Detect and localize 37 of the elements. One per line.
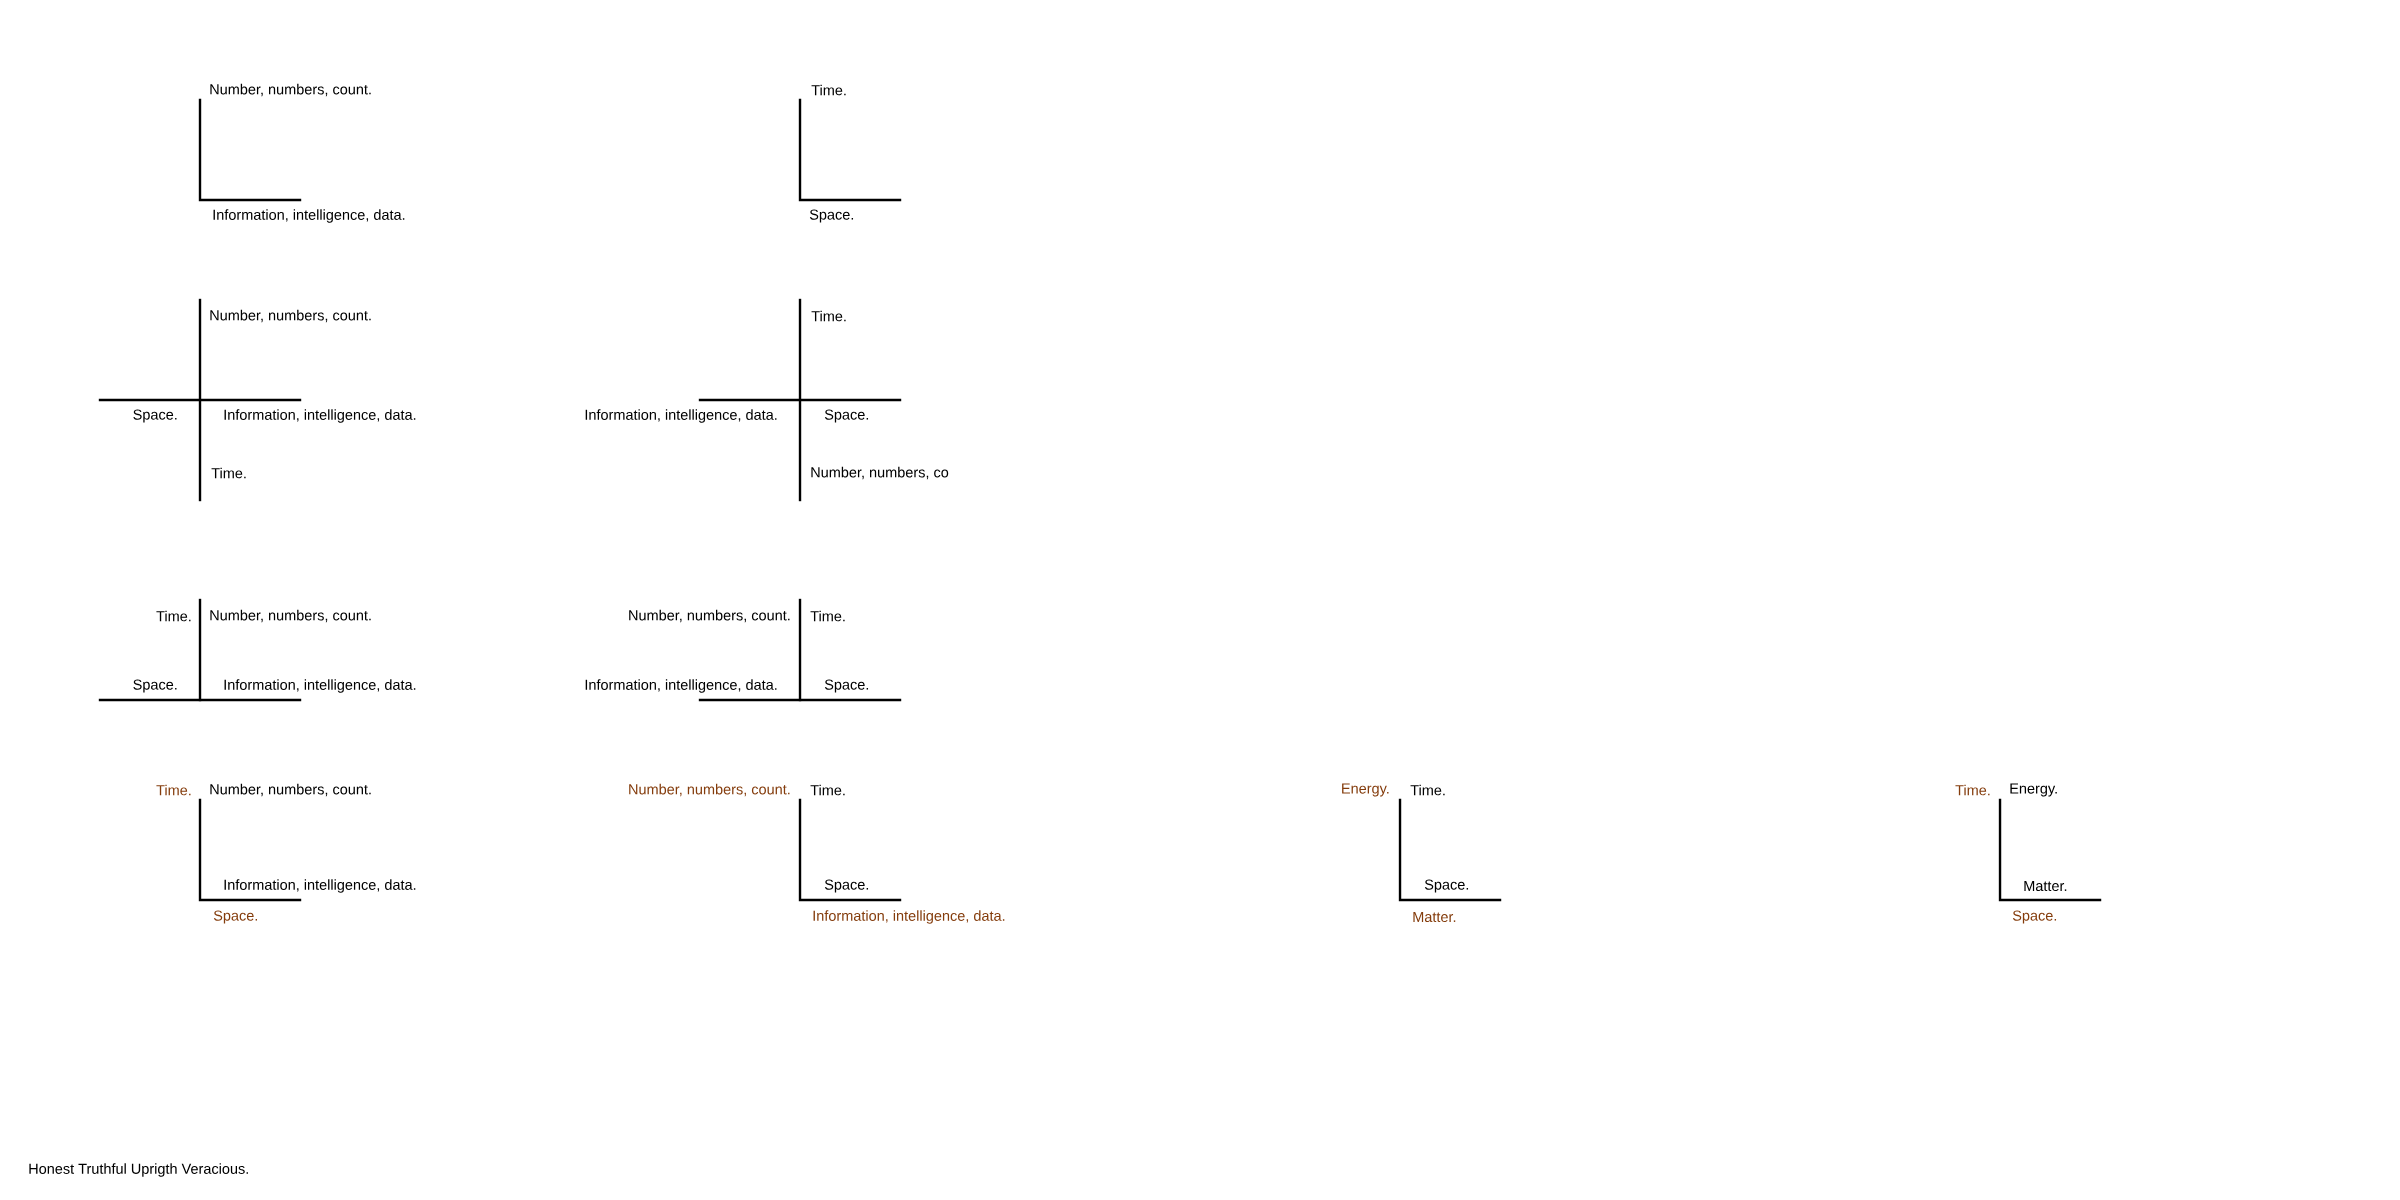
axis-label: Number, numbers, co xyxy=(811,466,949,480)
axis-label: Energy. xyxy=(1342,783,1389,797)
axis-label: Space. xyxy=(809,209,854,223)
axis-label: Information, intelligence, data. xyxy=(224,679,416,693)
axis-label: Number, numbers, count. xyxy=(210,783,371,797)
axis-label: Information, intelligence, data. xyxy=(813,910,1005,924)
axis-label: Matter. xyxy=(1413,911,1456,923)
axis-label: Space. xyxy=(824,409,869,423)
axis-label: Space. xyxy=(824,879,869,893)
axis-label: Time. xyxy=(1410,784,1445,796)
axis-label: Time. xyxy=(810,610,845,622)
axis-label: Matter. xyxy=(2024,880,2067,892)
axis-label: Number, numbers, count. xyxy=(629,783,790,797)
axis-label: Space. xyxy=(824,679,869,693)
axis-label: Information, intelligence, data. xyxy=(213,209,405,223)
axis-label: Energy. xyxy=(2010,783,2057,797)
axis-label: Time. xyxy=(810,784,845,796)
axis-label: Space. xyxy=(1424,879,1469,893)
axis-label: Time. xyxy=(811,310,846,322)
axis-label: Time. xyxy=(156,610,191,622)
axis-label: Number, numbers, count. xyxy=(210,309,371,323)
axis-label: Time. xyxy=(1955,784,1990,796)
axis-label: Space. xyxy=(213,910,258,924)
axis-label: Space. xyxy=(133,679,177,693)
axis-label: Number, numbers, count. xyxy=(210,609,371,623)
axis-label: Time. xyxy=(811,84,846,96)
axis-label: Number, numbers, count. xyxy=(629,609,790,623)
axis-label: Information, intelligence, data. xyxy=(585,679,777,693)
axis-label: Space. xyxy=(2012,910,2057,924)
axis-label: Number, numbers, count. xyxy=(210,83,371,97)
axis-label: Information, intelligence, data. xyxy=(224,409,416,423)
axis-label: Time. xyxy=(156,784,191,796)
axis-label: Space. xyxy=(133,409,177,423)
axis-label: Time. xyxy=(211,467,246,479)
axis-label: Information, intelligence, data. xyxy=(585,409,777,423)
note-text: Honest Truthful Uprigth Veracious. xyxy=(29,1163,248,1177)
axis-label: Information, intelligence, data. xyxy=(224,879,416,893)
